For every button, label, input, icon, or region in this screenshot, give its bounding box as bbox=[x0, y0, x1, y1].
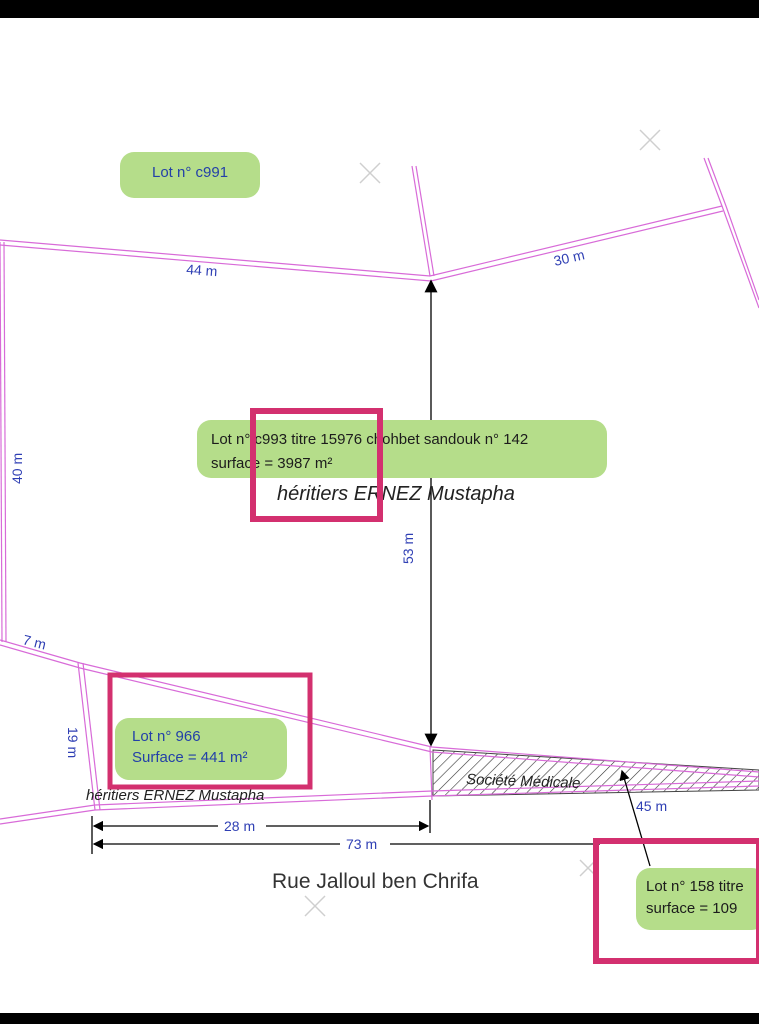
lot-c993-owner: héritiers ERNEZ Mustapha bbox=[277, 483, 515, 505]
highlight-lot-966 bbox=[107, 672, 313, 790]
dimension-44m: 44 m bbox=[186, 261, 218, 279]
dimension-7m: 7 m bbox=[21, 631, 48, 652]
lot-966-line2: Surface = 441 m² bbox=[132, 749, 247, 766]
lot-c991-label: Lot n° c991 bbox=[152, 164, 228, 181]
dimension-53m: 53 m bbox=[400, 533, 416, 564]
dimension-73m: 73 m bbox=[346, 836, 377, 852]
lot-966-box bbox=[115, 718, 287, 780]
lot-c993-box bbox=[197, 420, 607, 478]
cadastral-map: Lot n° c991 Lot n° c993 titre 15976 choh… bbox=[0, 129, 759, 964]
lot-158-box bbox=[636, 868, 759, 930]
street-name: Rue Jalloul ben Chrifa bbox=[272, 870, 479, 893]
highlight-annotations bbox=[107, 408, 759, 964]
lot-158-line2: surface = 109 bbox=[646, 900, 737, 917]
lot-c993-line1: Lot n° c993 titre 15976 chohbet sandouk … bbox=[211, 431, 528, 448]
parcel-boundaries bbox=[0, 157, 759, 825]
dimension-40m: 40 m bbox=[9, 453, 25, 484]
label-boxes bbox=[115, 152, 759, 930]
dimension-45m: 45 m bbox=[636, 798, 667, 814]
leader-line-158 bbox=[619, 769, 651, 867]
dimension-28m: 28 m bbox=[224, 818, 255, 834]
lot-158-line1: Lot n° 158 titre bbox=[646, 878, 744, 895]
lot-966-line1: Lot n° 966 bbox=[132, 728, 201, 745]
map-frame: Lot n° c991 Lot n° c993 titre 15976 choh… bbox=[0, 18, 759, 1013]
societe-medicale-label: Société Médicale bbox=[466, 771, 581, 792]
dimension-30m: 30 m bbox=[552, 246, 586, 269]
highlight-lot-c993-number bbox=[250, 408, 383, 522]
lot-c993-line2: surface = 3987 m² bbox=[211, 455, 332, 472]
highlight-lot-158 bbox=[593, 838, 759, 964]
survey-markers bbox=[304, 129, 661, 917]
lot-966-owner: héritiers ERNEZ Mustapha bbox=[86, 787, 264, 804]
lot-c991-box bbox=[120, 152, 260, 198]
dimension-19m: 19 m bbox=[65, 727, 81, 758]
